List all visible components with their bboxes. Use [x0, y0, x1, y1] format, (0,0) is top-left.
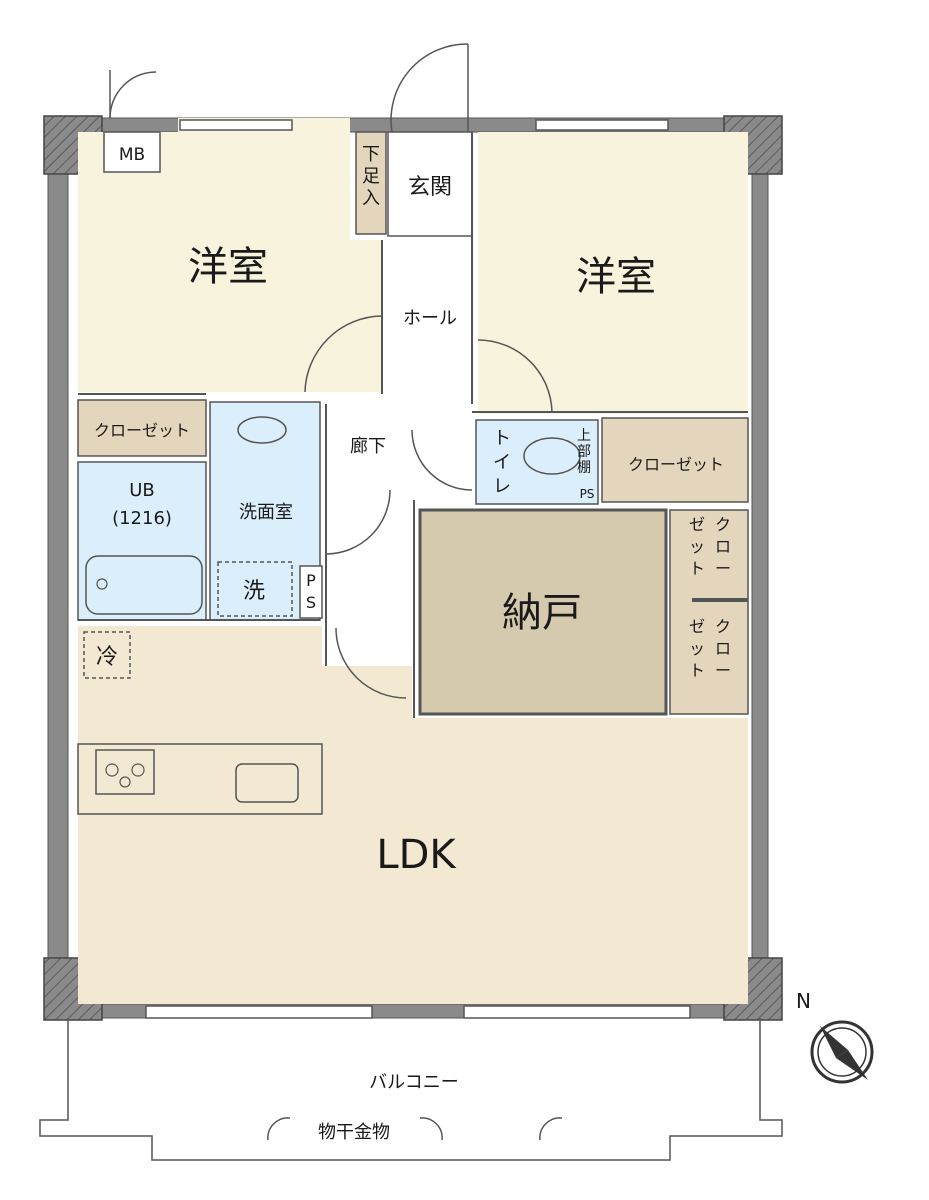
compass-north-label: N	[796, 989, 811, 1013]
closet-left-area	[77, 399, 207, 457]
hall-corridor-area	[326, 240, 472, 666]
ub-label: UB	[129, 480, 155, 501]
entrance-label: 玄関	[408, 175, 452, 200]
washer-pan	[217, 561, 293, 617]
closet-column-area	[669, 509, 749, 715]
toilet-label: トイレ	[493, 428, 511, 497]
laundry-hanger-label: 物干金物	[318, 1122, 390, 1143]
wash-basin	[237, 416, 287, 444]
ldk-label: LDK	[376, 832, 457, 878]
washer-label: 洗	[243, 579, 265, 604]
storage-label: 納戸	[502, 590, 582, 636]
fridge-label: 冷	[96, 645, 118, 670]
corridor-label: 廊下	[350, 436, 386, 457]
kitchen-sink	[235, 763, 299, 803]
balcony	[39, 1018, 783, 1161]
room-fills	[77, 118, 749, 1004]
ps-small-label: PS	[580, 487, 595, 501]
closet-right-area	[601, 417, 749, 503]
stove	[95, 749, 155, 795]
entrance-area	[387, 131, 473, 237]
compass-icon: N	[796, 989, 874, 1084]
doors	[109, 43, 553, 699]
toilet-bowl	[523, 437, 581, 475]
mb-label: MB	[119, 145, 145, 165]
western-room-right-label: 洋室	[576, 254, 656, 300]
bathtub	[85, 555, 203, 615]
western-room-left-label: 洋室	[188, 244, 268, 290]
windows	[145, 119, 691, 1019]
closet-left-label: クローゼット	[94, 421, 190, 440]
mb-box	[103, 131, 161, 173]
labels: MB 洋室 洋室 玄関 下足入 ホール 廊下 クローゼット クローゼット UB …	[94, 144, 731, 1143]
shoe-box-label: 下足入	[362, 144, 380, 209]
upper-shelf-label: 上部棚	[577, 428, 591, 476]
ub-area	[77, 461, 207, 621]
western-room-right-area	[478, 132, 748, 414]
western-room-left-area	[78, 118, 382, 392]
fixtures	[77, 416, 581, 815]
closet-right-label: クローゼット	[628, 455, 724, 474]
ldk-area	[78, 626, 748, 1004]
closet-column-label-1: クローゼット	[689, 515, 731, 578]
shoe-box-area	[355, 131, 387, 235]
kitchen-counter	[77, 743, 323, 815]
storage-area	[418, 508, 668, 716]
balcony-label: バルコニー	[369, 1072, 459, 1093]
washroom-label: 洗面室	[239, 502, 293, 523]
ub-size-label: (1216)	[112, 508, 172, 529]
hall-label: ホール	[403, 308, 457, 329]
interior-walls	[78, 132, 748, 718]
ps-box	[299, 565, 323, 619]
closet-column-label-2: クローゼット	[689, 617, 731, 680]
bathtub-drain	[96, 578, 108, 590]
fridge-space	[83, 631, 131, 679]
